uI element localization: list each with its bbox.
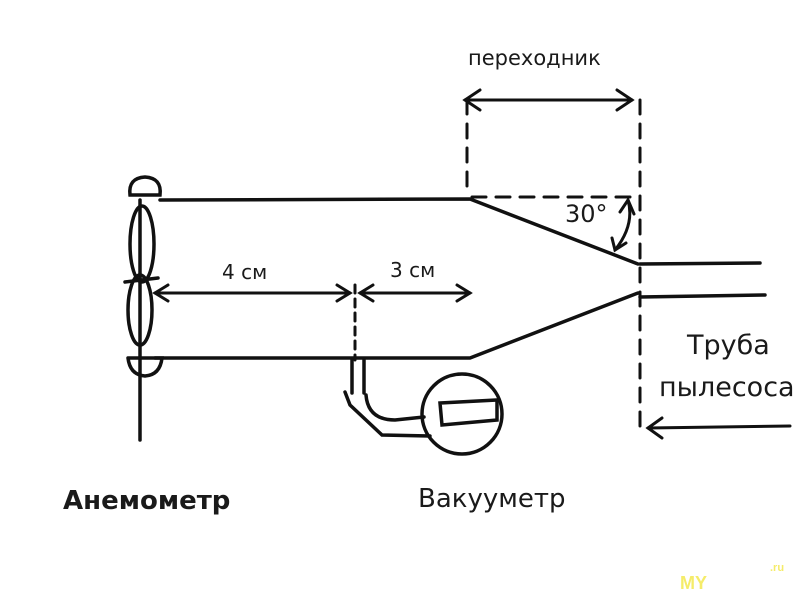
adapter-label: переходник <box>468 46 601 70</box>
pipe-body <box>153 197 767 360</box>
distance-3cm-label: 3 см <box>390 258 436 282</box>
distance-4cm-label: 4 см <box>222 260 268 284</box>
pipe-label-line2: пылесоса <box>659 372 795 403</box>
angle-label: 30° <box>565 200 608 228</box>
distance-arrows <box>152 283 473 303</box>
angle-arc <box>610 196 636 253</box>
vacuum-gauge-label: Вакууметр <box>418 484 566 514</box>
adapter-dimension-arrow <box>462 88 635 112</box>
watermark-logo-right: .ru <box>770 562 785 574</box>
dashed-guides <box>353 98 642 432</box>
watermark-logo-left: MY <box>680 573 707 593</box>
anemometer-icon <box>123 175 164 442</box>
pipe-label-line1: Труба <box>687 330 770 361</box>
pipe-arrow <box>645 416 792 440</box>
vacuum-gauge-icon <box>343 358 504 456</box>
anemometer-label: Анемометр <box>63 486 231 516</box>
